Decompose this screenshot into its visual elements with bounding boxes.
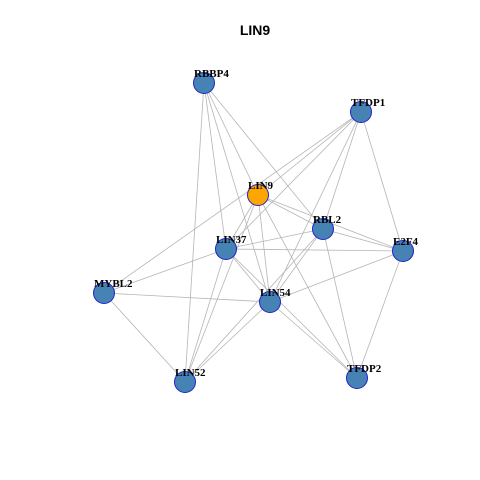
edge-lin9-tfdp2 (257, 194, 358, 379)
edge-tfdp1-lin54 (269, 111, 362, 303)
edge-tfdp1-mybl2 (103, 111, 362, 294)
node-rbl2: RBL2 (312, 214, 342, 240)
edge-lin37-lin54 (225, 248, 271, 303)
node-lin37: LIN37 (215, 234, 247, 260)
node-lin54: LIN54 (259, 287, 291, 313)
node-label-lin9: LIN9 (248, 180, 274, 192)
node-lin52: LIN52 (174, 367, 206, 393)
edges-layer (103, 82, 404, 383)
node-rbbp4: RBBP4 (193, 68, 229, 94)
edge-e2f4-tfdp2 (356, 250, 404, 379)
edge-lin37-lin52 (184, 248, 227, 383)
node-e2f4: E2F4 (392, 236, 419, 262)
node-label-e2f4: E2F4 (393, 236, 419, 248)
node-circle-e2f4 (392, 240, 414, 262)
edge-rbl2-lin52 (184, 228, 324, 383)
edge-rbbp4-lin54 (203, 82, 271, 303)
edge-tfdp1-lin37 (225, 111, 362, 250)
edge-mybl2-lin52 (103, 292, 186, 383)
edge-lin37-e2f4 (225, 248, 404, 252)
edge-lin37-tfdp2 (225, 248, 358, 379)
edge-lin9-lin54 (257, 194, 271, 303)
node-tfdp1: TFDP1 (350, 97, 385, 123)
node-label-tfdp1: TFDP1 (351, 97, 385, 109)
node-circle-lin9 (247, 184, 269, 206)
node-label-lin52: LIN52 (175, 367, 206, 379)
edge-tfdp1-lin9 (257, 111, 362, 196)
edge-lin37-mybl2 (103, 248, 227, 294)
edge-rbl2-tfdp2 (322, 228, 358, 379)
graph-title: LIN9 (240, 22, 271, 38)
edge-lin54-lin52 (184, 301, 271, 383)
node-circle-rbl2 (312, 218, 334, 240)
edge-lin9-rbl2 (257, 194, 324, 230)
node-label-rbl2: RBL2 (313, 214, 342, 226)
edge-lin9-lin52 (184, 194, 259, 383)
edge-lin54-mybl2 (103, 292, 271, 303)
node-circle-lin37 (215, 238, 237, 260)
edge-rbbp4-lin37 (203, 82, 227, 250)
node-circle-lin52 (174, 371, 196, 393)
edge-rbl2-lin54 (269, 228, 324, 303)
node-circle-mybl2 (93, 282, 115, 304)
node-circle-lin54 (259, 291, 281, 313)
node-label-tfdp2: TFDP2 (347, 363, 382, 375)
edge-rbl2-lin37 (225, 228, 324, 250)
node-circle-tfdp2 (346, 367, 368, 389)
edge-lin54-tfdp2 (269, 301, 358, 379)
edge-tfdp1-rbl2 (322, 111, 362, 230)
edge-rbbp4-lin52 (184, 82, 205, 383)
node-lin9: LIN9 (247, 180, 274, 206)
node-mybl2: MYBL2 (93, 278, 133, 304)
edge-rbl2-e2f4 (322, 228, 404, 252)
node-label-mybl2: MYBL2 (94, 278, 133, 290)
node-tfdp2: TFDP2 (346, 363, 382, 389)
node-circle-tfdp1 (350, 101, 372, 123)
node-circle-rbbp4 (193, 72, 215, 94)
edge-rbbp4-lin9 (203, 82, 259, 196)
node-label-lin37: LIN37 (216, 234, 247, 246)
node-label-lin54: LIN54 (260, 287, 291, 299)
edge-tfdp1-e2f4 (360, 111, 404, 252)
edge-lin54-e2f4 (269, 250, 404, 303)
node-label-rbbp4: RBBP4 (194, 68, 229, 80)
edge-rbbp4-rbl2 (203, 82, 324, 230)
